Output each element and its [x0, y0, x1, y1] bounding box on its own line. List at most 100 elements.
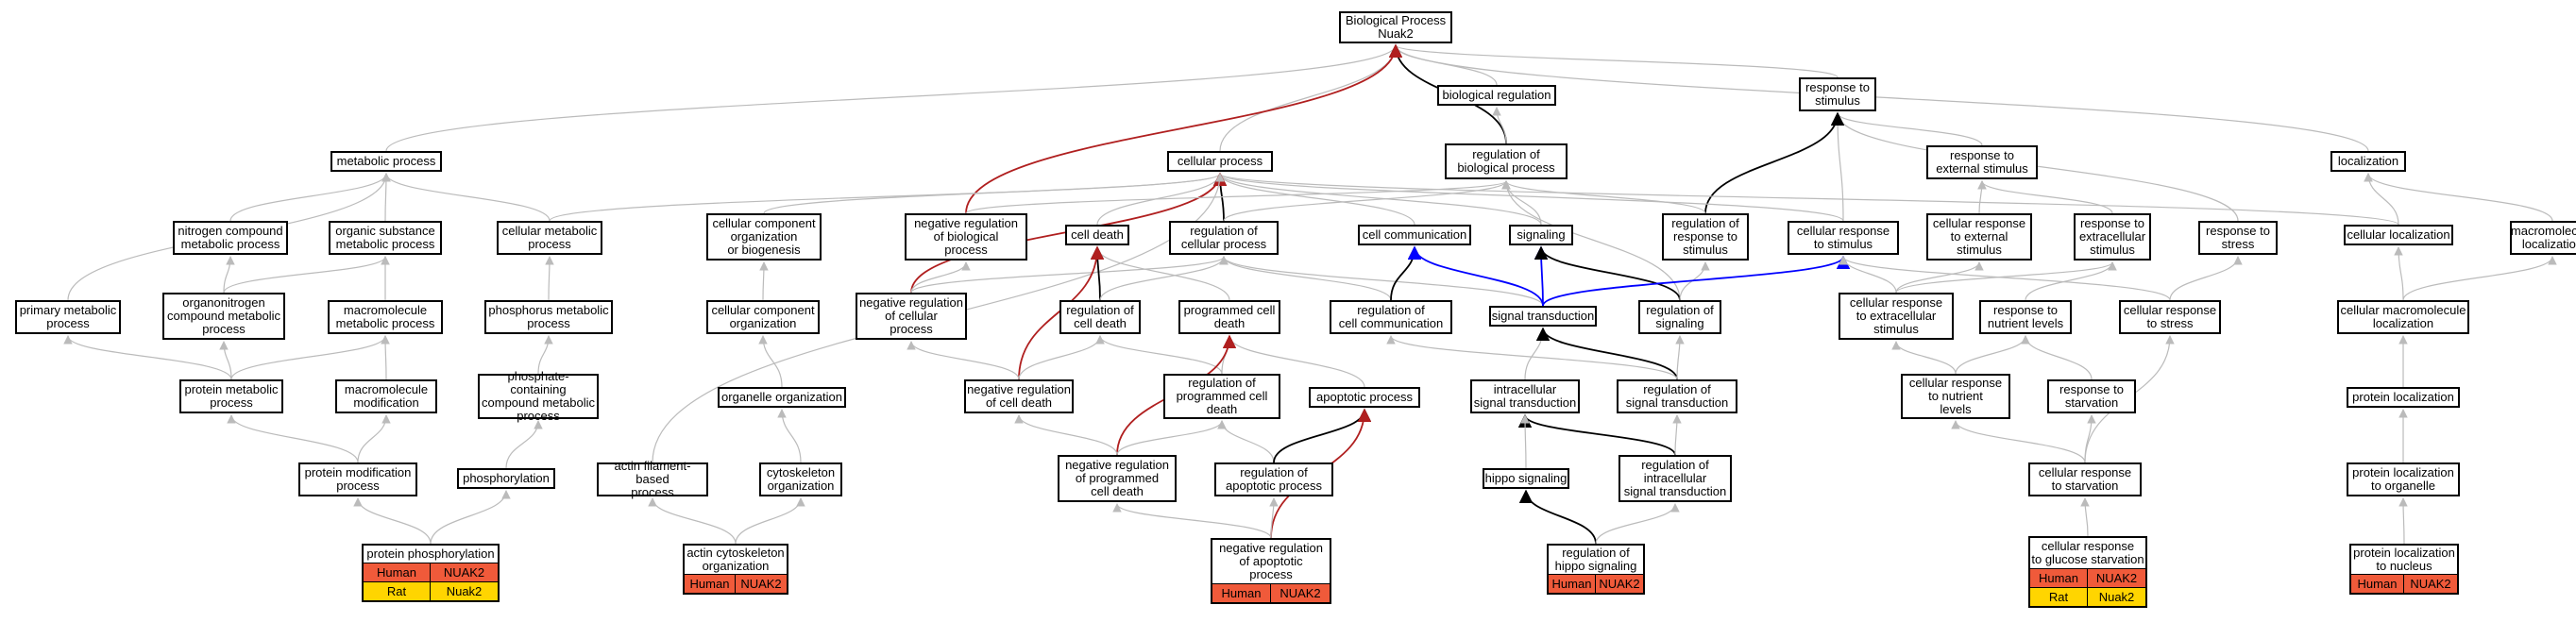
go-term-label: metabolic process	[336, 154, 436, 168]
go-term-label: regulation of	[1643, 382, 1711, 396]
go-term-apop[interactable]: apoptotic process	[1309, 387, 1420, 408]
go-term-celldeath[interactable]: cell death	[1065, 225, 1129, 245]
go-term-cell-loc[interactable]: cellular localization	[2344, 225, 2453, 245]
go-term-label: metabolic process	[180, 237, 280, 251]
go-term-label: cellular process	[1177, 154, 1263, 168]
go-term-label: regulation of	[1190, 224, 1258, 238]
edge-reg_resp_stim-to-reg_bp	[1501, 180, 1706, 214]
go-term-label: negative regulation	[1065, 458, 1169, 472]
edge-plnuc-to-plo	[2398, 497, 2408, 545]
go-term-phosph[interactable]: phosphorylation	[457, 468, 555, 489]
go-term-org-org[interactable]: organelle organization	[718, 387, 846, 408]
edge-neg_reg_bp-to-reg_bp	[965, 180, 1511, 214]
go-term-label: protein modification	[304, 465, 412, 479]
go-term-prot-loc[interactable]: protein localization	[2347, 387, 2460, 408]
go-term-signaling[interactable]: signaling	[1509, 225, 1573, 245]
go-term-label: stimulus	[1815, 93, 1860, 108]
edge-cr_starv-to-resp_starv	[2084, 414, 2096, 463]
edge-phos_met-to-cellmet	[545, 256, 554, 301]
go-term-label: intracellular	[1643, 471, 1707, 485]
edge-sig_trans-to-reg_cp	[1219, 256, 1544, 307]
edge-neg_reg_apop-to-neg_reg_pcd	[1112, 503, 1272, 539]
go-term-localization[interactable]: localization	[2330, 151, 2406, 172]
go-term-prot-phos[interactable]: protein phosphorylation	[362, 544, 500, 564]
go-term-label: to nucleus	[2376, 559, 2432, 573]
go-term-hippo[interactable]: hippo signaling	[1483, 468, 1569, 489]
go-term-label: cellular response	[1796, 224, 1890, 238]
edge-aco-to-cyto_org	[735, 497, 805, 545]
edge-onc-to-osm	[223, 256, 390, 294]
go-term-cellproc[interactable]: cellular process	[1167, 151, 1273, 172]
go-term-label: cellular component	[711, 303, 815, 317]
go-term-label: response to	[2080, 216, 2144, 230]
go-term-label: cell death	[1074, 316, 1127, 330]
go-term-cellcomm[interactable]: cell communication	[1358, 225, 1471, 245]
go-term-label: response to	[1805, 80, 1870, 94]
go-term-label: to starvation	[2051, 479, 2119, 493]
go-term-label: cellular response	[1932, 216, 2026, 230]
go-term-sig-trans[interactable]: signal transduction	[1489, 306, 1597, 327]
go-term-bioreg[interactable]: biological regulation	[1437, 85, 1556, 106]
edge-neg_reg_apop-to-reg_apop	[1269, 497, 1279, 539]
go-term-label: of apoptotic	[1239, 554, 1303, 568]
edge-localization-to-bp	[1391, 44, 2369, 152]
go-term-metab[interactable]: metabolic process	[330, 151, 442, 172]
edge-reg_ist-to-ist	[1517, 413, 1676, 456]
species-name: Human	[1212, 584, 1271, 603]
gene-symbol: NUAK2	[1599, 577, 1640, 591]
